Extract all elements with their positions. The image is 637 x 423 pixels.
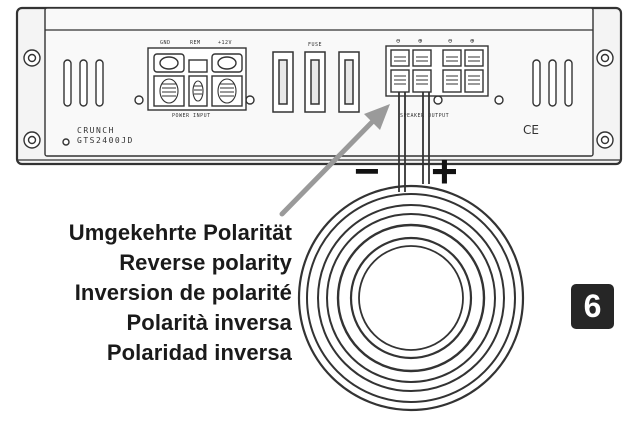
label-out-sign-2: ⊕ xyxy=(418,37,423,45)
caption-spanish: Polaridad inversa xyxy=(106,340,292,365)
mounting-screws xyxy=(23,49,614,149)
minus-sign: − xyxy=(354,147,380,196)
speaker-cone xyxy=(297,184,525,412)
label-out-sign-3: ⊖ xyxy=(448,37,453,45)
brand-name: CRUNCH xyxy=(77,126,115,135)
plus-sign: + xyxy=(431,145,458,197)
caption-italian: Polarità inversa xyxy=(126,310,292,335)
figure-number-badge: 6 xyxy=(571,284,614,329)
speaker-wires xyxy=(398,92,430,192)
label-rem: REM xyxy=(190,40,201,46)
caption-french: Inversion de polarité xyxy=(74,280,292,305)
label-out-sign-4: ⊕ xyxy=(470,37,475,45)
polarity-caption: Umgekehrte Polarität Reverse polarity In… xyxy=(0,218,292,368)
label-out-sign-1: ⊖ xyxy=(396,37,401,45)
model-number: GTS2400JD xyxy=(77,136,134,145)
heatsink-fins-left xyxy=(63,59,104,107)
power-input-terminal xyxy=(147,47,247,111)
amplifier-brand-block: CRUNCH GTS2400JD xyxy=(77,126,134,146)
label-fuse: FUSE xyxy=(308,42,323,48)
label-power-input: POWER INPUT xyxy=(172,113,211,119)
caption-english: Reverse polarity xyxy=(119,250,292,275)
speaker-output-terminal xyxy=(385,45,489,97)
label-gnd: GND xyxy=(160,40,171,46)
polarity-arrow xyxy=(279,104,390,217)
heatsink-fins-right xyxy=(532,59,573,107)
caption-german: Umgekehrte Polarität xyxy=(68,220,292,245)
fuse-holders xyxy=(272,51,360,113)
ce-mark: CE xyxy=(523,123,539,137)
label-speaker-output: SPEAKER OUTPUT xyxy=(400,113,450,119)
label-12v: +12V xyxy=(218,40,233,46)
